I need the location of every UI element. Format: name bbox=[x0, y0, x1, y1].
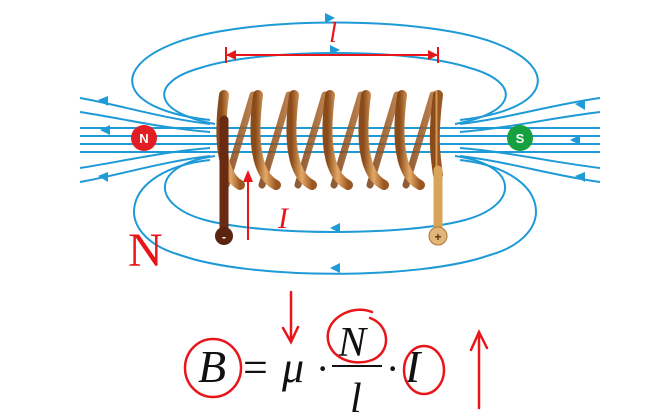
pole-n-badge: N bbox=[131, 125, 157, 151]
current-arrow bbox=[243, 170, 253, 240]
formula: B = μ · N l · I bbox=[198, 320, 423, 416]
pole-n-label: N bbox=[139, 131, 148, 146]
circle-around-i bbox=[402, 344, 446, 396]
field-loop-bottom-mid bbox=[163, 155, 507, 233]
field-line-left-fan-2 bbox=[79, 111, 211, 133]
pole-s-label: S bbox=[516, 131, 525, 146]
pole-s-badge: S bbox=[507, 125, 533, 151]
circle-around-b bbox=[183, 337, 243, 399]
coil-front-strand bbox=[358, 90, 389, 190]
handwritten-n-annotation: N bbox=[128, 224, 163, 277]
field-loop-bottom-outer bbox=[133, 159, 537, 275]
arrow-right-fan bbox=[575, 100, 585, 110]
current-label: I bbox=[277, 202, 290, 235]
coil-front-strand bbox=[429, 90, 443, 180]
coil-front-strand bbox=[286, 90, 317, 190]
field-line-left-fan-4 bbox=[79, 155, 211, 183]
arrow-right-core bbox=[570, 135, 580, 145]
coil-front-strand bbox=[394, 90, 425, 190]
formula-dot-2: · bbox=[386, 346, 399, 391]
field-line-right-fan-2 bbox=[459, 111, 601, 133]
arrow-down-annotation bbox=[281, 290, 300, 345]
arrow-top-outer bbox=[325, 13, 335, 23]
circle-around-n bbox=[326, 308, 388, 364]
arrow-left-fan bbox=[98, 96, 108, 106]
field-line-left-fan-1 bbox=[79, 97, 211, 125]
field-line-right-fan-1 bbox=[459, 97, 601, 125]
field-loop-top-outer bbox=[131, 21, 539, 121]
arrow-left-core-1 bbox=[100, 125, 110, 135]
arrow-left-fan-low bbox=[98, 172, 108, 182]
field-lines bbox=[79, 21, 601, 275]
field-arrows bbox=[98, 13, 585, 273]
formula-mu: μ bbox=[281, 343, 304, 392]
arrow-bottom-outer bbox=[330, 263, 340, 273]
arrow-bottom-mid bbox=[330, 223, 340, 233]
handwritten-annotations bbox=[183, 290, 489, 410]
length-label: l bbox=[329, 18, 337, 49]
formula-denominator: l bbox=[350, 376, 362, 416]
arrow-right-fan-low bbox=[575, 172, 585, 182]
terminal-negative: - bbox=[215, 227, 233, 245]
field-loop-top-mid bbox=[163, 52, 507, 125]
field-line-left-fan-3 bbox=[79, 147, 211, 169]
coil bbox=[216, 90, 443, 237]
arrow-up-annotation bbox=[469, 329, 489, 410]
terminal-positive: + bbox=[428, 226, 448, 246]
length-dimension bbox=[225, 47, 439, 63]
formula-equals: = bbox=[243, 343, 268, 392]
terminal-positive-sign: + bbox=[434, 230, 441, 244]
coil-front-strand bbox=[322, 90, 353, 190]
arrow-top-mid bbox=[330, 45, 340, 55]
formula-dot-1: · bbox=[316, 346, 329, 391]
coil-front-strand bbox=[250, 90, 281, 190]
formula-b: B bbox=[198, 341, 226, 392]
field-line-right-fan-3 bbox=[459, 147, 601, 169]
terminal-negative-sign: - bbox=[222, 230, 226, 244]
